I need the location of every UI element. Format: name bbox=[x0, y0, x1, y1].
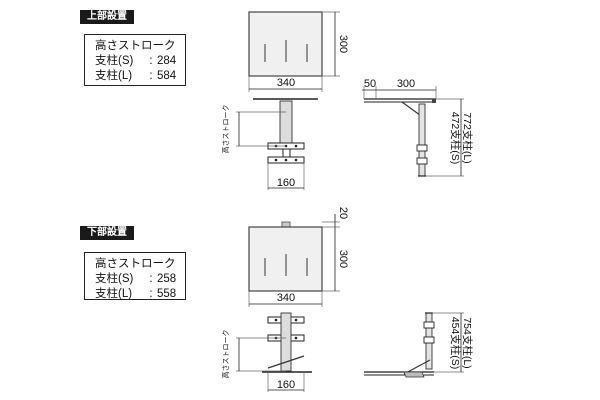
lower-spec-box: 高さストローク 支柱(S) : 258 支柱(L) : 558 bbox=[84, 252, 186, 300]
lower-dim-stroke: 高さストローク bbox=[221, 330, 286, 379]
upper-dim-height-label: 300 bbox=[337, 35, 349, 53]
upper-pillar-l-value: 584 bbox=[157, 70, 177, 82]
upper-spec-box: 高さストローク 支柱(S) : 284 支柱(L) : 584 bbox=[84, 34, 186, 86]
upper-dim-width: 340 bbox=[248, 76, 323, 92]
lower-dim-base-label: 160 bbox=[277, 379, 295, 391]
upper-stand-side bbox=[364, 98, 436, 177]
lower-pillar-s-value: 258 bbox=[157, 273, 177, 285]
lower-plate-front bbox=[248, 221, 323, 292]
upper-pillar-l-label: 支柱(L) bbox=[95, 70, 133, 82]
lower-dim-total: 454支柱(S) 754支柱(L) bbox=[432, 312, 474, 373]
lower-pillar-l-label: 支柱(L) bbox=[95, 288, 133, 300]
lower-dim-base: 160 bbox=[267, 372, 305, 392]
separator: : bbox=[149, 273, 153, 285]
lower-dim-top-label: 20 bbox=[337, 207, 349, 219]
lower-stand-front bbox=[262, 312, 312, 373]
upper-dim-offset: 50 300 bbox=[362, 78, 437, 99]
upper-section-title: 上部設置 bbox=[80, 10, 134, 24]
upper-stroke-dim-label: 高さストローク bbox=[221, 105, 230, 154]
upper-pillar-s-row: 支柱(S) : 284 bbox=[95, 54, 179, 69]
lower-pillar-l-row: 支柱(L) : 558 bbox=[95, 287, 179, 302]
upper-dim-base-label: 160 bbox=[277, 177, 295, 189]
lower-stand-side bbox=[364, 312, 435, 378]
separator: : bbox=[149, 55, 153, 67]
upper-dim-depth-label: 300 bbox=[397, 78, 415, 90]
lower-pillar-s-label: 支柱(S) bbox=[95, 273, 134, 285]
lower-dim-s-label: 454支柱(S) bbox=[449, 317, 462, 370]
upper-pillar-l-row: 支柱(L) : 584 bbox=[95, 69, 179, 84]
lower-stroke-label: 高さストローク bbox=[95, 258, 176, 270]
upper-stroke-label: 高さストローク bbox=[95, 40, 176, 52]
upper-dim-total: 472支柱(S) 772支柱(L) bbox=[426, 98, 474, 177]
lower-section-title: 下部設置 bbox=[80, 226, 134, 240]
lower-dim-height-label: 300 bbox=[337, 250, 349, 268]
lower-pillar-l-value: 558 bbox=[157, 288, 177, 300]
upper-dim-l-label: 772支柱(L) bbox=[461, 112, 474, 163]
upper-dim-s-label: 472支柱(S) bbox=[449, 112, 462, 165]
separator: : bbox=[149, 70, 153, 82]
upper-dim-stroke: 高さストローク bbox=[221, 105, 286, 154]
lower-pillar-s-row: 支柱(S) : 258 bbox=[95, 272, 179, 287]
lower-dim-l-label: 754支柱(L) bbox=[461, 317, 474, 368]
upper-plate-front bbox=[248, 11, 323, 77]
upper-dim-offset-label: 50 bbox=[364, 78, 376, 90]
upper-dim-base: 160 bbox=[267, 163, 305, 190]
upper-stand-front bbox=[253, 98, 318, 164]
separator: : bbox=[149, 288, 153, 300]
lower-stroke-dim-label: 高さストローク bbox=[221, 330, 230, 379]
upper-pillar-s-label: 支柱(S) bbox=[95, 55, 134, 67]
lower-dim-height: 300 bbox=[322, 226, 349, 292]
upper-dim-width-label: 340 bbox=[277, 77, 295, 89]
lower-dim-width: 340 bbox=[248, 291, 323, 307]
upper-pillar-s-value: 284 bbox=[157, 55, 177, 67]
upper-dim-height: 300 bbox=[322, 11, 349, 77]
lower-dim-width-label: 340 bbox=[277, 292, 295, 304]
lower-dim-top: 20 bbox=[322, 207, 349, 227]
